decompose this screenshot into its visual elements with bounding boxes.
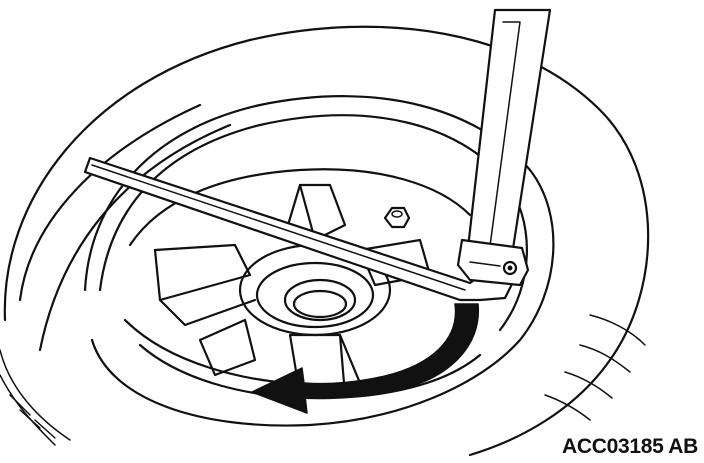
wheel-hub [238,243,392,337]
lug-wrench [83,156,517,302]
hold-down-bolt [383,206,411,229]
tire [0,25,650,457]
figure-code-label: ACC03185 AB [562,435,698,458]
rotation-arrow [251,303,480,414]
jack-handle-extension [456,8,552,287]
